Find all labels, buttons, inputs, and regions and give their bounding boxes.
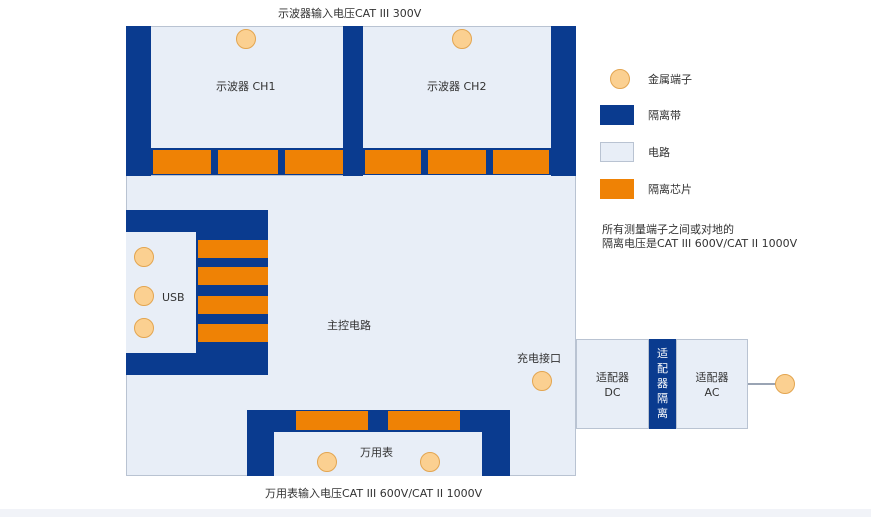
- ch2-terminal: [452, 29, 472, 49]
- main-circuit-label: 主控电路: [327, 319, 371, 332]
- legend: 金属端子 隔离带 电路 隔离芯片 所有测量端子之间或对地的 隔离电压是CAT I…: [600, 66, 860, 256]
- ch1-isolation-chip: [285, 150, 343, 174]
- legend-chip-label: 隔离芯片: [648, 183, 692, 196]
- ch1-label: 示波器 CH1: [216, 80, 276, 93]
- legend-band-swatch: [600, 105, 634, 125]
- adapter-ac-cable: [748, 383, 776, 385]
- ch1-isolation-chip: [218, 150, 278, 174]
- ch1-ch2-isolation-band: [343, 26, 363, 176]
- usb-label: USB: [162, 291, 185, 304]
- adapter-isolation-label: 适配器隔离: [657, 347, 668, 420]
- usb-isolation-chip: [198, 240, 268, 258]
- legend-circuit-swatch: [600, 142, 634, 162]
- adapter-ac-label: 适配器 AC: [676, 370, 748, 400]
- adapter-ac-terminal: [775, 374, 795, 394]
- multimeter-isolation-chip: [296, 411, 368, 430]
- adapter-dc-label-line1: 适配器: [596, 371, 629, 384]
- multimeter-circuit: [274, 432, 482, 476]
- legend-note-line1: 所有测量端子之间或对地的: [602, 223, 734, 236]
- legend-terminal-swatch: [610, 69, 630, 89]
- ch1-terminal: [236, 29, 256, 49]
- legend-note-line2: 隔离电压是CAT III 600V/CAT II 1000V: [602, 237, 798, 250]
- scope-input-voltage-title: 示波器输入电压CAT III 300V: [278, 7, 422, 20]
- charge-port-label: 充电接口: [517, 352, 561, 365]
- adapter-dc-label-line2: DC: [604, 386, 621, 399]
- legend-terminal-label: 金属端子: [648, 73, 692, 86]
- ch2-isolation-chip: [365, 150, 421, 174]
- multimeter-terminal: [317, 452, 337, 472]
- multimeter-right-isolation-band: [482, 410, 510, 476]
- usb-terminal: [134, 286, 154, 306]
- usb-terminal: [134, 247, 154, 267]
- adapter-isolation-band: [649, 339, 676, 429]
- ch1-isolation-chip: [153, 150, 211, 174]
- adapter-dc-label: 适配器 DC: [576, 370, 649, 400]
- usb-isolation-chip: [198, 296, 268, 314]
- usb-terminal: [134, 318, 154, 338]
- adapter-ac-label-line1: 适配器: [695, 371, 729, 384]
- legend-chip-swatch: [600, 179, 634, 199]
- ch2-label: 示波器 CH2: [427, 80, 487, 93]
- legend-circuit-label: 电路: [648, 146, 670, 159]
- multimeter-input-voltage-title: 万用表输入电压CAT III 600V/CAT II 1000V: [265, 487, 483, 500]
- ch1-left-isolation-band: [126, 26, 151, 176]
- usb-isolation-chip: [198, 267, 268, 285]
- usb-bottom-isolation-band: [126, 353, 268, 375]
- multimeter-isolation-chip: [388, 411, 460, 430]
- usb-top-isolation-band: [126, 210, 268, 232]
- charge-port-terminal: [532, 371, 552, 391]
- legend-band-label: 隔离带: [648, 109, 681, 122]
- adapter-ac-label-line2: AC: [704, 386, 720, 399]
- usb-isolation-chip: [198, 324, 268, 342]
- ch2-isolation-chip: [493, 150, 549, 174]
- adapter-ac-circuit: [676, 339, 748, 429]
- page-footer-strip: [0, 509, 871, 517]
- adapter-dc-circuit: [576, 339, 649, 429]
- ch2-right-isolation-band: [551, 26, 576, 176]
- multimeter-terminal: [420, 452, 440, 472]
- ch2-isolation-chip: [428, 150, 486, 174]
- multimeter-label: 万用表: [360, 446, 393, 459]
- multimeter-left-isolation-band: [247, 410, 274, 476]
